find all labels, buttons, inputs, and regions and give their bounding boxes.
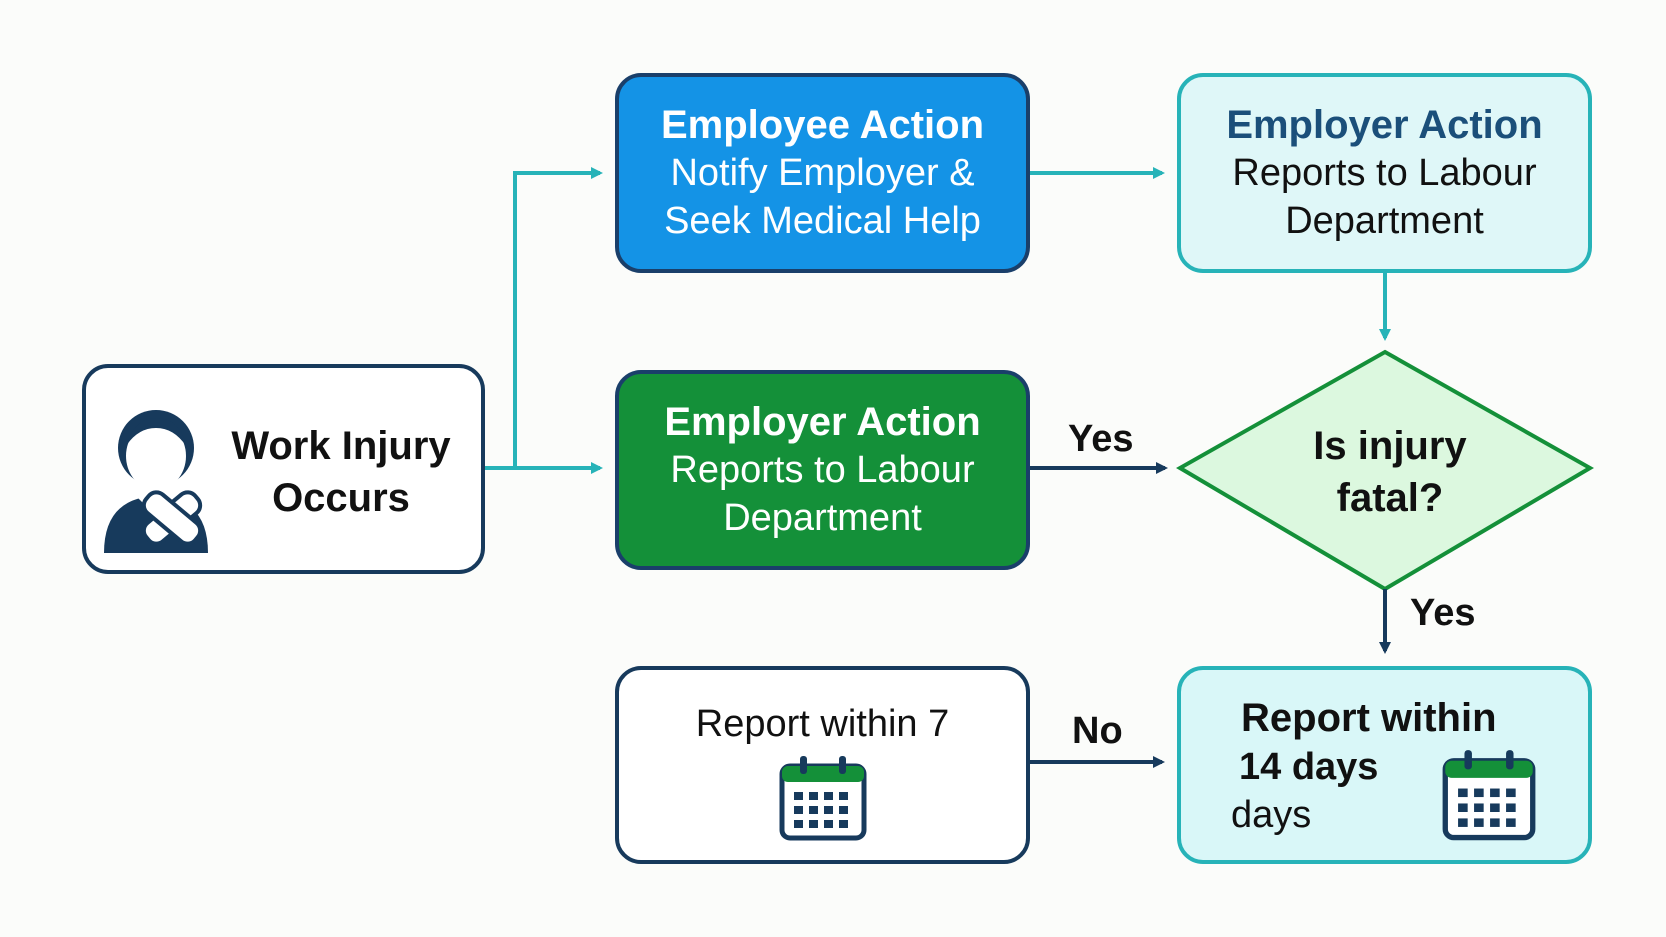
employer-action-mid-body: Reports to Labour Department: [670, 449, 975, 539]
employee-action-node: Employee Action Notify Employer & Seek M…: [615, 73, 1030, 273]
edge-label-yes-mid: Yes: [1068, 418, 1134, 460]
edge-start-to-employee: [485, 167, 603, 470]
report-7-node: Report within 7: [615, 666, 1030, 864]
edge-label-no: No: [1072, 710, 1123, 752]
employer-action-top-node: Employer Action Reports to Labour Depart…: [1177, 73, 1592, 273]
calendar-icon: [779, 756, 866, 841]
report-7-body: Report within 7: [695, 703, 950, 745]
employee-action-body: Notify Employer & Seek Medical Help: [664, 152, 981, 242]
edge-label-yes-decision: Yes: [1410, 592, 1476, 634]
start-node: Work Injury Occurs: [82, 364, 485, 574]
decision-label: Is injury fatal?: [1313, 424, 1467, 520]
report-14-line2: 14 days: [1239, 746, 1379, 788]
employer-action-top-body: Reports to Labour Department: [1232, 152, 1537, 242]
report-14-line3: days: [1231, 794, 1312, 836]
employer-action-mid-node: Employer Action Reports to Labour Depart…: [615, 370, 1030, 570]
employer-action-top-title: Employer Action: [1226, 103, 1543, 147]
employee-action-title: Employee Action: [660, 103, 985, 147]
calendar-icon: [1442, 750, 1536, 841]
injured-person-icon: [104, 410, 208, 553]
report-14-title: Report within: [1241, 696, 1497, 740]
report-14-node: Report within 14 days days: [1177, 666, 1592, 864]
employer-action-mid-title: Employer Action: [664, 400, 981, 444]
start-label: Work Injury Occurs: [231, 424, 451, 520]
